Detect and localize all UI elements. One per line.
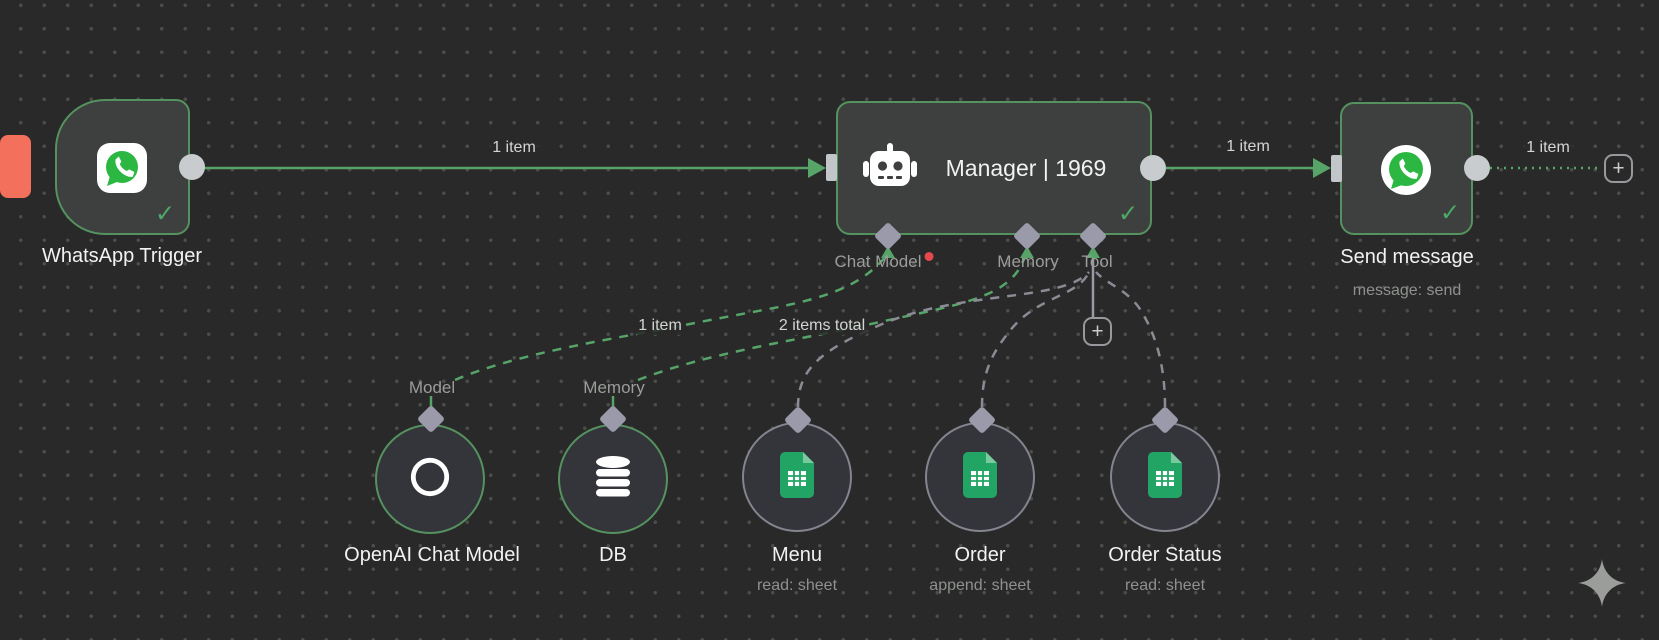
connection-model-chatmodel <box>454 255 887 382</box>
robot-icon <box>862 140 918 201</box>
order-status-sublabel: read: sheet <box>1124 577 1206 594</box>
model-port-label: Model <box>408 378 456 397</box>
connection-orderstatus-tool <box>1095 271 1167 408</box>
chat-model-port-label: Chat Model <box>835 252 934 272</box>
whatsapp-trigger-label: WhatsApp Trigger <box>41 245 203 267</box>
connection-order-tool <box>980 271 1091 408</box>
success-check-icon: ✓ <box>1439 199 1461 227</box>
memory-port-label: Memory <box>997 252 1059 271</box>
success-check-icon: ✓ <box>1117 200 1139 228</box>
plus-icon: + <box>1091 320 1104 343</box>
add-tool-button[interactable]: + <box>1083 317 1112 346</box>
database-icon <box>592 454 634 505</box>
whatsapp-icon <box>97 143 147 198</box>
add-next-node-button[interactable]: + <box>1604 154 1633 183</box>
sticky-note-stub[interactable] <box>0 135 31 198</box>
manager-title: Manager | 1969 <box>945 155 1107 181</box>
success-check-icon: ✓ <box>154 200 176 228</box>
manager-output-port[interactable] <box>1140 155 1166 181</box>
db-memory-port-label: Memory <box>583 378 645 397</box>
node-openai-chat-model[interactable] <box>375 424 485 534</box>
items-label-send-next: 1 item <box>1523 139 1573 157</box>
order-status-label: Order Status <box>1108 544 1222 566</box>
node-order[interactable] <box>925 422 1035 532</box>
connection-menu-tool <box>796 271 1090 408</box>
send-message-input-port[interactable] <box>1331 155 1342 182</box>
ai-assistant-sparkle-icon[interactable] <box>1578 559 1626 612</box>
connection-db-memory <box>637 255 1027 382</box>
send-message-label: Send message <box>1340 246 1474 268</box>
node-order-status[interactable] <box>1110 422 1220 532</box>
items-label-manager-send: 1 item <box>1223 138 1273 156</box>
send-message-output-port[interactable] <box>1464 155 1490 181</box>
menu-sublabel: read: sheet <box>756 577 838 594</box>
menu-label: Menu <box>771 544 823 566</box>
tool-port-label: Tool <box>1081 252 1113 271</box>
google-sheets-icon <box>780 451 814 503</box>
arrow-into-memory-icon <box>1020 246 1034 258</box>
issue-dot <box>924 252 934 261</box>
google-sheets-icon <box>1148 451 1182 503</box>
arrow-into-tool-icon <box>1086 246 1100 258</box>
arrow-into-manager-icon <box>808 158 826 178</box>
plus-icon: + <box>1612 157 1625 180</box>
send-message-sublabel: message: send <box>1352 282 1462 299</box>
db-label: DB <box>599 544 627 566</box>
whatsapp-trigger-output-port[interactable] <box>179 154 205 180</box>
arrow-into-send-icon <box>1313 158 1331 178</box>
items-label-trigger-manager: 1 item <box>489 139 539 157</box>
whatsapp-icon <box>1381 145 1431 200</box>
order-sublabel: append: sheet <box>929 577 1031 594</box>
arrow-into-chatmodel-icon <box>881 246 895 258</box>
node-menu[interactable] <box>742 422 852 532</box>
openai-icon <box>407 454 453 505</box>
order-label: Order <box>954 544 1006 566</box>
items-label-model-chatmodel: 1 item <box>635 317 685 335</box>
node-db[interactable] <box>558 424 668 534</box>
google-sheets-icon <box>963 451 997 503</box>
items-label-db-memory: 2 items total <box>775 317 869 335</box>
chat-model-port-text: Chat Model <box>834 252 922 271</box>
openai-chat-model-label: OpenAI Chat Model <box>344 544 520 566</box>
manager-input-port[interactable] <box>826 154 837 181</box>
